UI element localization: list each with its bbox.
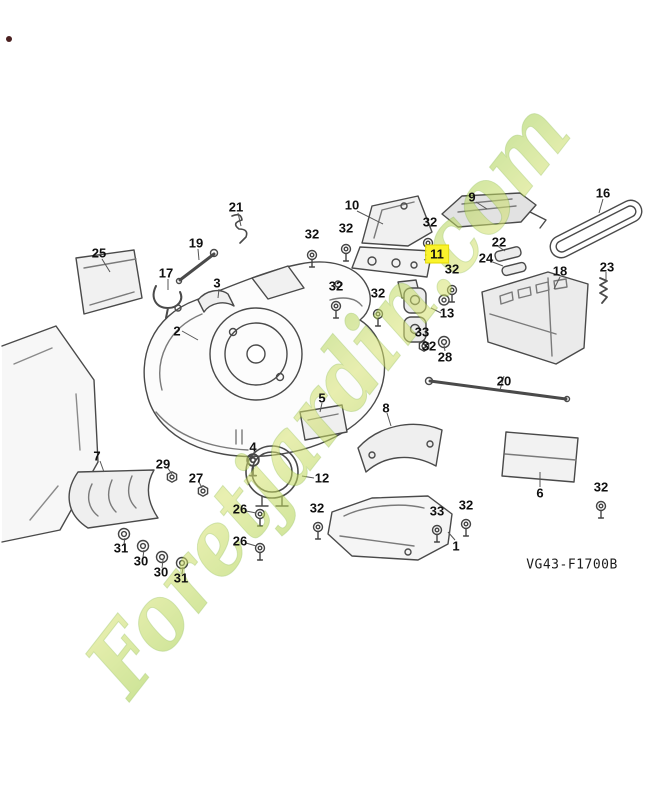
part-label-21-0: 21 — [228, 199, 244, 215]
part-label-16-4: 16 — [595, 185, 611, 201]
part-label-12-31: 12 — [314, 470, 330, 486]
part-label-31-39: 31 — [113, 540, 129, 556]
part-label-2-23: 2 — [173, 323, 181, 339]
part-label-32-7: 32 — [338, 220, 354, 236]
part-label-22-9: 22 — [491, 234, 507, 250]
part-label-5-25: 5 — [318, 390, 326, 406]
part-label-32-17: 32 — [328, 278, 344, 294]
diagram-code: VG43-F1700B — [526, 557, 618, 573]
part-label-8-26: 8 — [382, 400, 390, 416]
part-label-4-27: 4 — [249, 439, 257, 455]
part-label-32-11: 32 — [444, 261, 460, 277]
part-label-1-43: 1 — [452, 538, 460, 554]
part-label-18-15: 18 — [552, 263, 568, 279]
part-label-20-24: 20 — [496, 373, 512, 389]
part-label-6-37: 6 — [536, 485, 544, 501]
part-label-3-14: 3 — [213, 275, 221, 291]
part-label-30-40: 30 — [133, 553, 149, 569]
part-label-24-10: 24 — [478, 250, 494, 266]
part-label-33-35: 33 — [429, 503, 445, 519]
part-label-10-1: 10 — [344, 197, 360, 213]
part-label-26-32: 26 — [232, 501, 248, 517]
part-label-13-19: 13 — [439, 305, 455, 321]
part-label-19-12: 19 — [188, 235, 204, 251]
part-label-32-6: 32 — [304, 226, 320, 242]
part-label-11-8: 11 — [425, 244, 449, 264]
part-label-32-2: 32 — [422, 214, 438, 230]
part-label-9-3: 9 — [468, 189, 476, 205]
part-label-25-5: 25 — [91, 245, 107, 261]
part-label-27-30: 27 — [188, 470, 204, 486]
part-label-23-16: 23 — [599, 259, 615, 275]
part-label-7-28: 7 — [93, 448, 101, 464]
part-label-32-36: 32 — [458, 497, 474, 513]
part-label-33-20: 33 — [414, 324, 430, 340]
part-label-28-22: 28 — [437, 349, 453, 365]
part-label-31-42: 31 — [173, 570, 189, 586]
part-label-29-29: 29 — [155, 456, 171, 472]
part-label-32-18: 32 — [370, 285, 386, 301]
part-label-17-13: 17 — [158, 265, 174, 281]
part-label-32-33: 32 — [309, 500, 325, 516]
corner-artifact — [6, 36, 12, 42]
part-label-26-34: 26 — [232, 533, 248, 549]
part-label-32-38: 32 — [593, 479, 609, 495]
part-label-32-21: 32 — [421, 338, 437, 354]
part-label-30-41: 30 — [153, 564, 169, 580]
